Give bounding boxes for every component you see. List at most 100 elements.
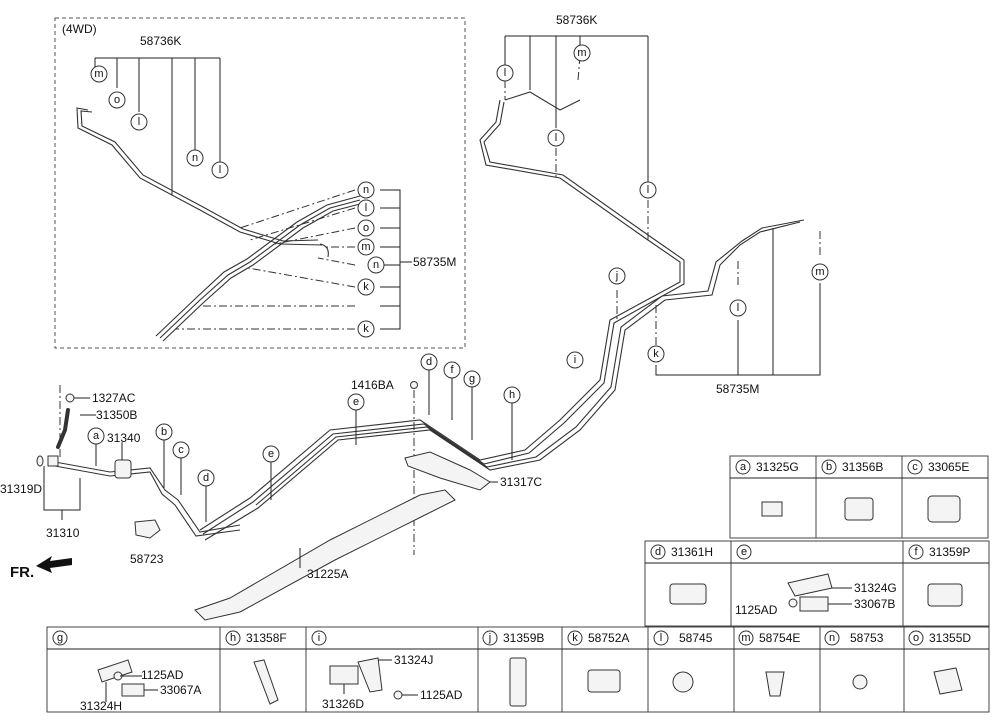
clip-58752a-icon — [587, 669, 621, 693]
connector-front — [47, 455, 59, 467]
grommet-58753-icon — [852, 674, 868, 690]
inset-pipe-5 — [155, 195, 361, 337]
svg-text:j: j — [488, 632, 491, 644]
cell-e-sub1: 31324G — [854, 581, 897, 595]
cell-b: b 31356B — [815, 455, 903, 539]
svg-text:i: i — [318, 632, 320, 644]
main-callout-d1: d — [197, 469, 215, 487]
svg-text:d: d — [426, 356, 432, 368]
inset-callout-m1: m — [90, 65, 108, 83]
grommet-58745-icon — [672, 671, 694, 693]
block-33067b-icon — [799, 596, 829, 612]
main-callout-k1: k — [647, 345, 665, 363]
main-callout-m1: m — [573, 44, 591, 62]
inset-pipe-4 — [162, 203, 361, 342]
cell-l: l 58745 — [647, 626, 735, 713]
bracket-31324j-icon — [357, 657, 383, 693]
cell-d: d 31361H — [644, 540, 732, 627]
label-31225a: 31225A — [307, 567, 348, 581]
svg-text:i: i — [574, 354, 576, 366]
bracket-31310 — [43, 466, 81, 520]
svg-text:l: l — [365, 202, 367, 214]
svg-text:b: b — [826, 461, 832, 473]
label-31310: 31310 — [46, 526, 80, 540]
fr-label: FR. — [10, 564, 34, 581]
main-bracket-right — [655, 228, 821, 376]
svg-text:m: m — [361, 241, 370, 253]
inset-callout-n2: n — [357, 181, 375, 199]
cell-j: j 31359B — [477, 626, 563, 713]
label-31340: 31340 — [107, 431, 141, 445]
svg-text:l: l — [138, 116, 140, 128]
inset-ref-58735m: 58735M — [413, 255, 456, 269]
main-callout-m2: m — [811, 263, 829, 281]
svg-text:k: k — [572, 632, 578, 644]
inset-callout-o1: o — [108, 91, 126, 109]
front-arrow-icon — [36, 556, 72, 573]
main-pipe-a — [199, 99, 681, 531]
main-pipe-d — [255, 219, 805, 506]
bolt-1125ad-icon — [788, 598, 798, 608]
svg-text:e: e — [353, 396, 359, 408]
main-rear-lines: 58736K 58735M l m l l m l k j i — [199, 13, 829, 541]
clip-31325g-icon — [761, 501, 783, 517]
main-bracket-top — [504, 35, 649, 182]
main-callout-b: b — [155, 423, 173, 441]
main-callout-l3: l — [639, 181, 657, 199]
bracket-31317c — [404, 451, 491, 491]
inset-callout-l1: l — [130, 113, 148, 131]
inset-pipe-3 — [159, 199, 361, 339]
front-pipe-2 — [54, 465, 241, 537]
label-31319d: 31319D — [0, 482, 42, 496]
main-leaders — [504, 55, 821, 345]
mid-leaders — [428, 370, 513, 460]
inset-callout-o2: o — [357, 219, 375, 237]
nut-1416ba — [410, 381, 418, 389]
cell-c-part: 33065E — [928, 460, 969, 474]
svg-text:h: h — [230, 632, 236, 644]
seal-31319d — [36, 455, 44, 467]
bracket-58723 — [134, 519, 161, 539]
svg-text:b: b — [161, 426, 167, 438]
label-1327ac: 1327AC — [92, 391, 136, 405]
main-callout-l2: l — [547, 129, 565, 147]
clip-31358f-icon — [253, 659, 279, 705]
block-33067a-icon — [121, 683, 145, 697]
svg-text:d: d — [203, 472, 209, 484]
cell-d-part: 31361H — [671, 545, 713, 559]
inset-callout-l2: l — [211, 161, 229, 179]
clip-31361h-icon — [669, 583, 707, 605]
svg-text:n: n — [829, 632, 835, 644]
svg-text:c: c — [178, 444, 184, 456]
clip-33065e-icon — [927, 495, 961, 523]
svg-text:f: f — [450, 364, 454, 376]
cell-a-part: 31325G — [756, 460, 799, 474]
front-pipe-1 — [54, 461, 241, 533]
inset-title: (4WD) — [62, 22, 97, 36]
leaders-1327ac-31350b — [74, 397, 96, 416]
main-callout-l4: l — [729, 299, 747, 317]
svg-text:h: h — [509, 389, 515, 401]
main-callout-i1: i — [566, 351, 584, 369]
clip-1327ac — [65, 393, 75, 403]
main-pipe-b — [202, 101, 685, 535]
inset-bracket-right — [380, 189, 412, 330]
svg-text:l: l — [555, 132, 557, 144]
svg-text:a: a — [93, 430, 100, 442]
cell-o-part: 31355D — [929, 631, 971, 645]
leaders-a-31340 — [95, 442, 123, 466]
svg-text:o: o — [363, 222, 369, 234]
svg-text:l: l — [219, 164, 221, 176]
cell-g-sub1: 1125AD — [141, 668, 184, 682]
svg-text:l: l — [660, 632, 662, 644]
cell-i-sub3: 1125AD — [420, 688, 463, 702]
svg-text:l: l — [504, 67, 506, 79]
inset-callout-k1: k — [357, 278, 375, 296]
cell-c: c 33065E — [901, 455, 989, 539]
label-31317c: 31317C — [500, 475, 542, 489]
bracket-31324h-icon — [97, 659, 133, 683]
inset-callout-l3: l — [357, 199, 375, 217]
main-callout-a: a — [87, 427, 105, 445]
inset-pipe-2 — [80, 110, 319, 242]
svg-text:a: a — [740, 461, 747, 473]
